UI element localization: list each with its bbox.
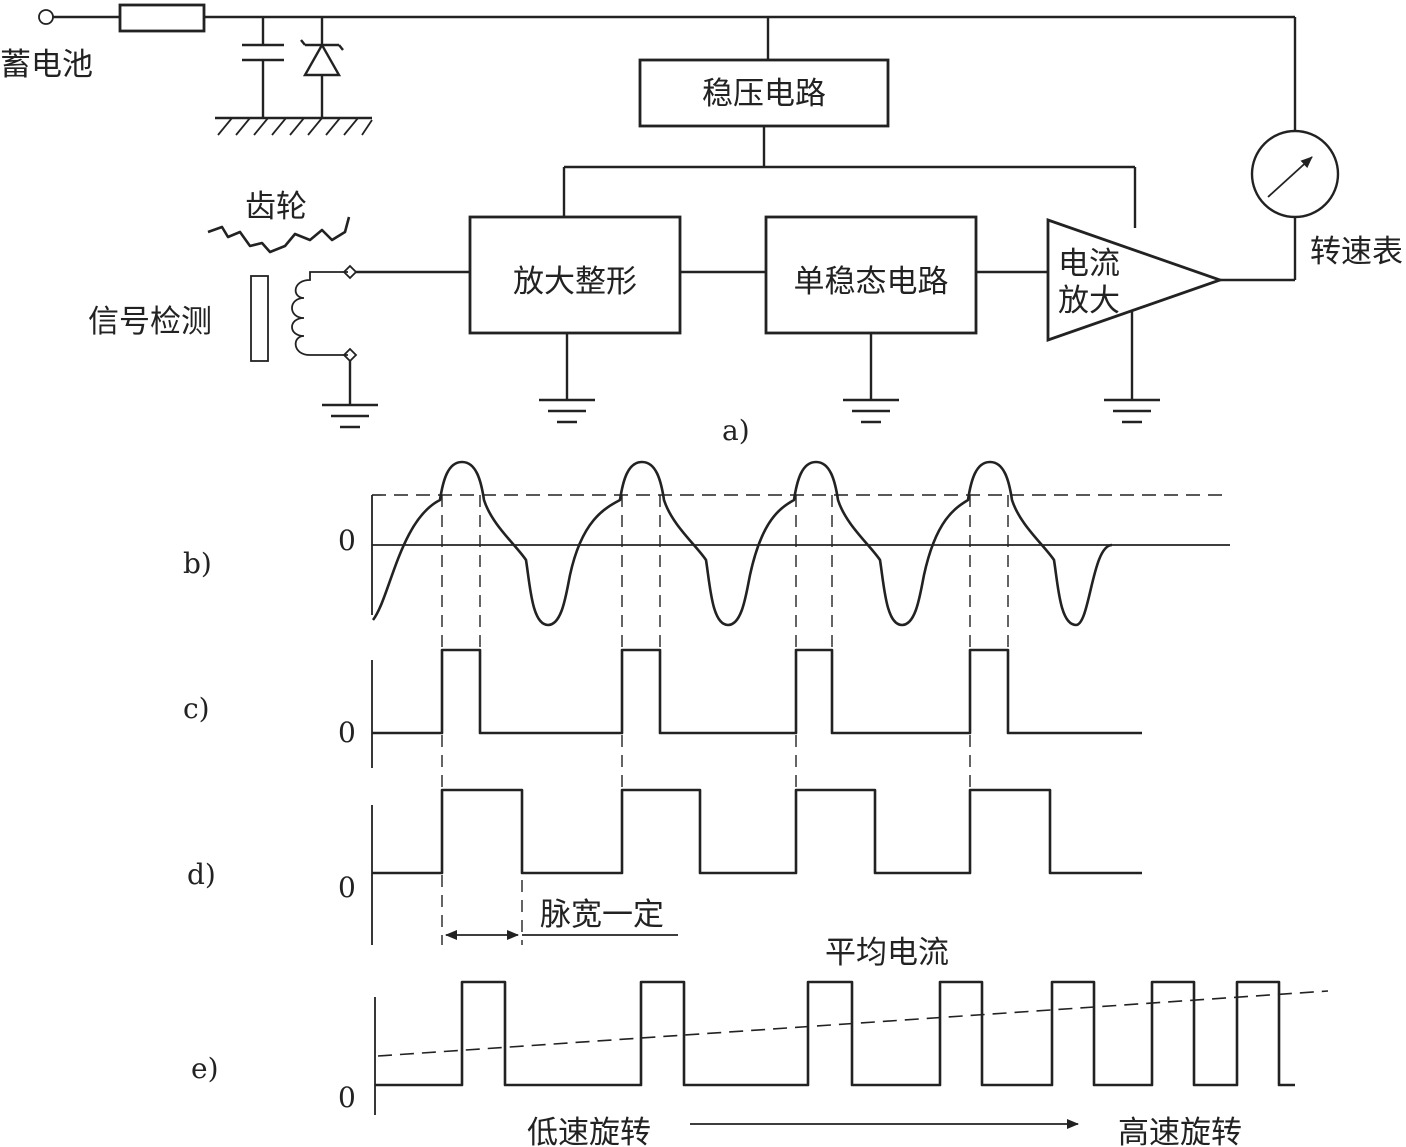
gear-label: 齿轮 (245, 189, 307, 225)
pulse-width-label: 脉宽一定 (540, 897, 664, 933)
zero-label-e: 0 (338, 1081, 356, 1114)
current-amp-label-2: 放大 (1058, 283, 1120, 319)
battery-terminal (38, 9, 54, 25)
meter-needle (1267, 156, 1313, 198)
high-speed-label: 高速旋转 (1118, 1115, 1242, 1147)
amp-shaper-label: 放大整形 (513, 264, 637, 300)
sensor-magnet (250, 275, 269, 362)
sensor-signal-wave (371, 460, 1113, 627)
amp-shaper-block (468, 215, 682, 335)
average-current-label: 平均电流 (825, 935, 949, 971)
regulator-block (638, 58, 890, 128)
waveform-c: 0 c) (183, 648, 1142, 768)
average-current-line (377, 990, 1329, 1057)
panel-b-label: b) (183, 547, 212, 580)
ground-symbol-amp (539, 398, 595, 424)
tachometer-label: 转速表 (1310, 234, 1403, 270)
tachometer-meter (1250, 129, 1340, 219)
monostable-pulse-train (372, 788, 1142, 875)
gear-teeth (207, 216, 351, 254)
panel-c-label: c) (183, 692, 210, 725)
series-resistor (118, 3, 206, 33)
waveform-b: 0 b) (183, 460, 1230, 627)
ground-symbol-monostable (843, 398, 899, 424)
filter-capacitor (242, 17, 284, 118)
waveform-e: 平均电流 0 e) 低速旋转 高速旋转 (191, 935, 1329, 1147)
battery-label: 蓄电池 (0, 47, 93, 83)
panel-a-label: a) (722, 414, 750, 447)
coil-terminal-top (342, 264, 358, 280)
monostable-label: 单稳态电路 (794, 264, 949, 300)
zero-label-b: 0 (338, 524, 356, 557)
regulator-label: 稳压电路 (702, 76, 826, 112)
ground-symbol-sensor (322, 403, 378, 429)
panel-d-label: d) (187, 858, 216, 891)
zero-label-c: 0 (338, 716, 356, 749)
low-speed-label: 低速旋转 (527, 1115, 651, 1147)
waveform-d: 0 d) 脉宽一定 (187, 788, 1142, 945)
panel-e-label: e) (191, 1052, 219, 1085)
circuit-block-diagram: 蓄电池 (0, 3, 1403, 447)
current-amplifier (1046, 218, 1225, 342)
zener-diode (300, 17, 344, 118)
zero-label-d: 0 (338, 871, 356, 904)
chassis-ground (215, 116, 373, 136)
sensor-label: 信号检测 (88, 304, 212, 340)
pickup-coil (291, 271, 348, 356)
speed-pulse-train (375, 980, 1295, 1087)
shaped-pulse-train (372, 648, 1142, 735)
current-amp-label-1: 电流 (1058, 246, 1120, 282)
ground-symbol-current-amp (1104, 398, 1160, 424)
